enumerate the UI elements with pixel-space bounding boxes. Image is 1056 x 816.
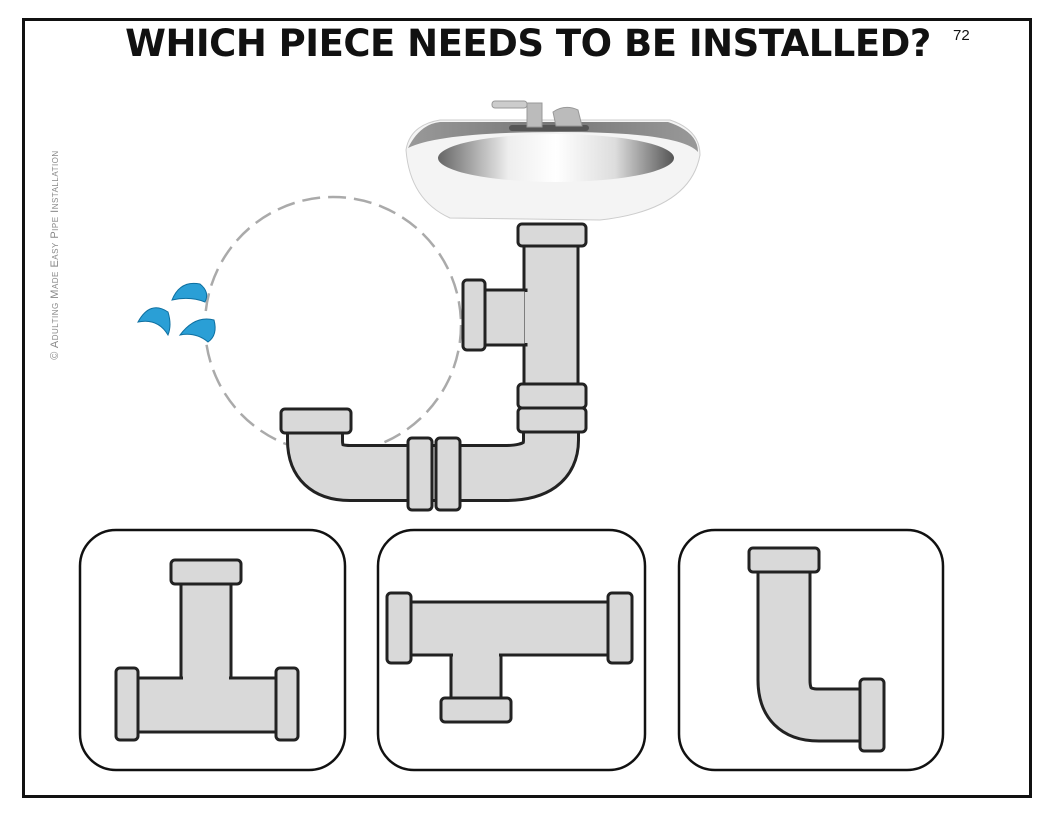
page-number: 72 bbox=[953, 27, 970, 44]
t-pipe-inverted-icon bbox=[385, 591, 634, 724]
option-3-button[interactable] bbox=[677, 528, 945, 772]
water-leak-icon bbox=[137, 282, 216, 343]
t-pipe-upright-icon bbox=[114, 558, 300, 742]
page-frame bbox=[22, 18, 1032, 798]
pipe-assembly bbox=[279, 222, 588, 512]
worksheet-title: WHICH PIECE NEEDS TO BE INSTALLED? bbox=[125, 22, 931, 65]
option-1-button[interactable] bbox=[78, 528, 347, 772]
elbow-pipe-icon bbox=[747, 546, 886, 753]
option-2-button[interactable] bbox=[376, 528, 647, 772]
sink-icon bbox=[405, 100, 701, 221]
